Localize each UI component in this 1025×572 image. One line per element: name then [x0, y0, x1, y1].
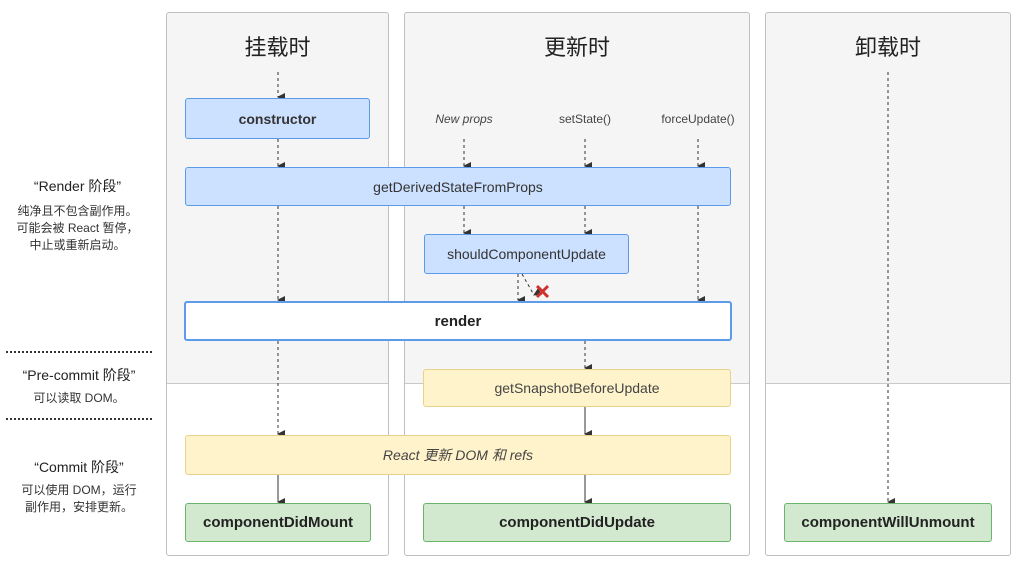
phase-separator-render-precommit: [6, 351, 152, 353]
get-derived-state-box: getDerivedStateFromProps: [185, 167, 731, 206]
did-mount-box: componentDidMount: [185, 503, 371, 542]
get-snapshot-box: getSnapshotBeforeUpdate: [423, 369, 731, 407]
render-phase-desc-2: 可能会被 React 暂停，: [16, 221, 139, 235]
trigger-new-props: New props: [435, 112, 493, 126]
mount-title: 挂载时: [244, 36, 311, 61]
precommit-phase-title: “Pre-commit 阶段”: [22, 367, 136, 383]
render-phase-desc-3: 中止或重新启动。: [29, 238, 126, 252]
unmount-panel-divider: [766, 383, 1010, 384]
trigger-set-state: setState(): [558, 112, 612, 126]
unmount-title: 卸载时: [854, 36, 921, 61]
constructor-box: constructor: [185, 98, 370, 139]
arrow-scu-cancel: [521, 273, 543, 296]
render-phase-desc-1: 纯净且不包含副作用。: [17, 204, 138, 218]
commit-phase-desc-1: 可以使用 DOM，运行: [21, 483, 137, 497]
commit-phase-desc-2: 副作用，安排更新。: [24, 500, 133, 514]
will-unmount-box: componentWillUnmount: [784, 503, 992, 542]
should-update-box: shouldComponentUpdate: [424, 234, 629, 274]
render-box: render: [184, 301, 732, 341]
trigger-force-update: forceUpdate(): [661, 112, 735, 126]
render-phase-title: “Render 阶段”: [33, 178, 122, 194]
phase-separator-precommit-commit: [6, 418, 152, 420]
update-title: 更新时: [543, 36, 610, 61]
did-update-box: componentDidUpdate: [423, 503, 731, 542]
x-mark-icon: [535, 284, 550, 299]
react-update-dom-box: React 更新 DOM 和 refs: [185, 435, 731, 475]
commit-phase-title: “Commit 阶段”: [34, 459, 124, 475]
precommit-phase-desc: 可以读取 DOM。: [33, 391, 125, 405]
